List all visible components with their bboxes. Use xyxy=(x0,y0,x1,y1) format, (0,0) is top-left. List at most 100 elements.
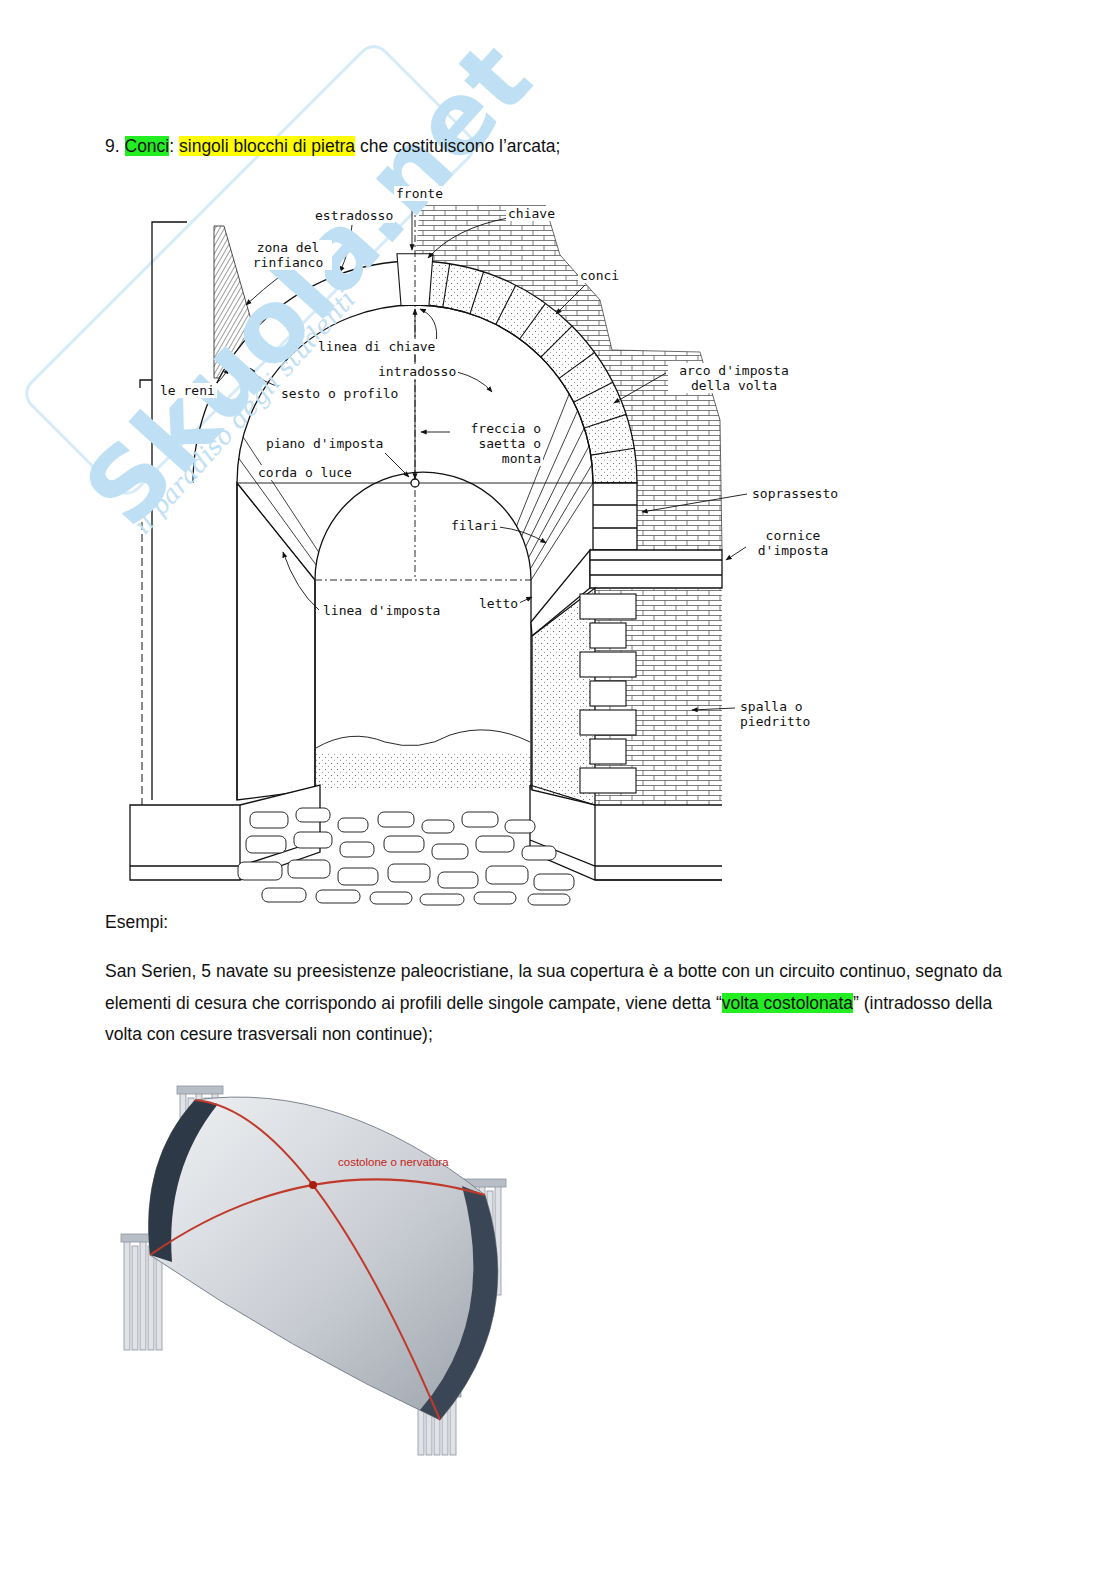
cobblestones xyxy=(432,844,468,859)
part-label: linea di chiave xyxy=(316,339,437,354)
pillar-cluster xyxy=(132,1246,138,1350)
soprassesto xyxy=(593,483,637,550)
cobblestones xyxy=(294,832,332,848)
part-label: zona del rinfianco xyxy=(244,240,332,270)
quoin-blocks xyxy=(590,681,626,706)
definition: singoli blocchi di pietra xyxy=(179,136,355,156)
quoin-blocks xyxy=(580,710,636,735)
pillar-cluster xyxy=(121,1086,506,1455)
part-label: spalla o piedritto xyxy=(738,699,822,729)
pillar-cluster xyxy=(124,1240,130,1350)
item-number: 9. xyxy=(105,136,120,156)
part-label: conci xyxy=(578,268,621,283)
cobblestones xyxy=(462,812,498,827)
cobblestones xyxy=(288,860,330,878)
part-label: fronte xyxy=(394,186,445,201)
cobblestones xyxy=(316,890,360,903)
left-pier-side xyxy=(237,483,315,800)
leader-lines xyxy=(726,547,746,560)
ground-dots xyxy=(316,752,530,790)
quoin-blocks xyxy=(580,652,636,677)
leader-lines xyxy=(283,552,319,610)
quoin-blocks xyxy=(580,594,636,619)
definition: che costituiscono l’arcata; xyxy=(360,136,560,156)
cobblestones xyxy=(338,818,368,832)
vault-rib xyxy=(150,1179,485,1255)
back-arch xyxy=(315,472,531,790)
part-label: intradosso xyxy=(376,364,458,379)
watermark: Skuola.netil paradiso degli studenti xyxy=(0,0,1116,600)
leader-lines xyxy=(457,372,492,392)
cobblestones xyxy=(378,812,414,827)
part-label: estradosso xyxy=(313,208,395,223)
cobblestones xyxy=(246,836,286,853)
cobblestones xyxy=(238,862,282,880)
section-heading: Esempi: xyxy=(105,909,168,935)
pillar-cluster xyxy=(177,1086,223,1094)
cobblestones xyxy=(474,892,516,904)
part-label: piano d'imposta xyxy=(264,436,385,451)
cobblestones xyxy=(522,846,556,860)
leader-lines xyxy=(692,708,735,710)
voussoir-joints xyxy=(496,285,516,324)
cobblestones xyxy=(388,864,430,882)
vault-surface xyxy=(148,1097,497,1420)
quoin-blocks xyxy=(590,739,626,764)
landscape xyxy=(316,730,530,748)
cobblestones xyxy=(505,820,535,833)
part-label: letto xyxy=(477,596,520,611)
ground-line xyxy=(130,880,722,881)
transverse-band xyxy=(420,1186,498,1420)
part-label: chiave xyxy=(506,206,557,221)
cobblestones xyxy=(420,894,464,905)
voussoir-joints xyxy=(541,326,572,357)
leader-lines xyxy=(519,597,532,603)
transverse-band xyxy=(148,1100,218,1262)
cobblestones xyxy=(250,812,288,828)
part-label: soprassesto xyxy=(750,486,840,501)
cobblestones xyxy=(534,874,574,890)
cobblestones xyxy=(528,894,570,905)
voussoir-joints xyxy=(443,264,450,307)
figure-label: costolone o nervatura xyxy=(338,1155,449,1169)
quoin-blocks xyxy=(580,594,636,793)
part-label: cornice d'imposta xyxy=(748,528,838,558)
term: Conci xyxy=(125,136,170,156)
leader-lines xyxy=(385,453,409,477)
term: volta costolonata xyxy=(722,993,853,1013)
part-label: linea d'imposta xyxy=(321,603,442,618)
center-line xyxy=(415,205,416,580)
intrados-courses xyxy=(530,464,592,568)
voussoir-joints xyxy=(591,448,634,455)
cobblestones xyxy=(340,842,374,857)
rise-dimension xyxy=(415,309,416,479)
leader-lines xyxy=(421,432,450,433)
leader-lines xyxy=(642,494,747,512)
voussoir-joints xyxy=(559,353,595,379)
part-label: corda o luce xyxy=(256,465,354,480)
cobblestones xyxy=(338,868,378,885)
intrados-courses xyxy=(243,437,319,552)
rib-crossing xyxy=(309,1181,317,1189)
leader-lines xyxy=(556,285,585,314)
cobblestones xyxy=(438,872,478,888)
voussoir-joints xyxy=(584,414,626,428)
cobblestones xyxy=(384,836,424,852)
cobblestones xyxy=(486,866,528,884)
pillar-cluster xyxy=(140,1240,146,1350)
part-label: le reni xyxy=(158,383,217,398)
pillar-cluster xyxy=(148,1246,154,1350)
vault-rib xyxy=(195,1100,440,1420)
paragraph: San Serien, 5 navate su preesistenze pal… xyxy=(105,956,1010,1051)
voussoir-joints xyxy=(520,303,546,339)
reference-line xyxy=(136,510,148,805)
cornice-front xyxy=(590,550,722,588)
cobblestones xyxy=(370,892,412,904)
cobblestones xyxy=(296,808,330,822)
leader-lines xyxy=(614,373,666,403)
leader-lines xyxy=(420,309,437,343)
impost-point xyxy=(411,479,419,487)
cobblestones xyxy=(262,888,306,902)
